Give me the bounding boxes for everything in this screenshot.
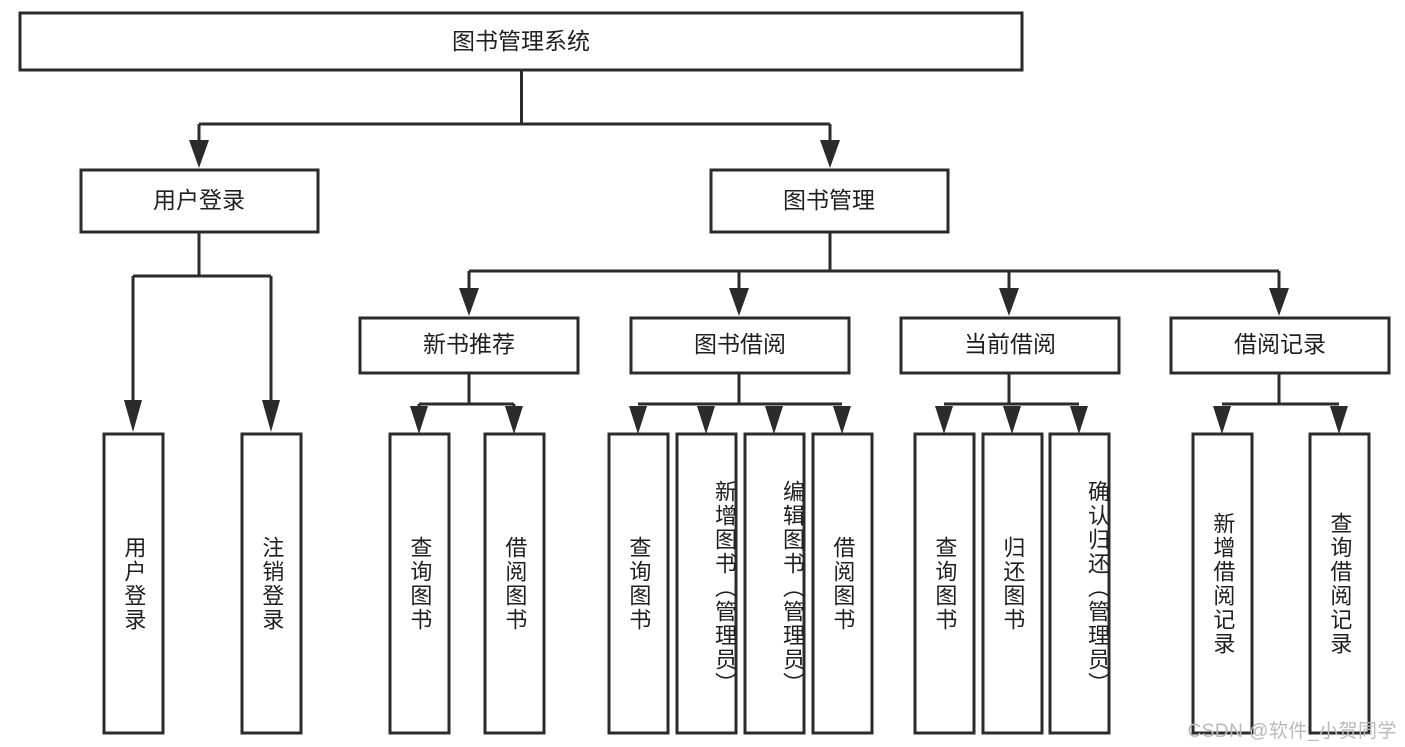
arrow-head-leaf-add-record [1213, 406, 1231, 434]
connector-group-root [189, 70, 840, 168]
node-label-borrow-record: 借阅记录 [1234, 331, 1326, 357]
node-label-book-manage: 图书管理 [783, 187, 875, 213]
arrow-head-leaf-query-book-3 [935, 406, 953, 434]
node-box-leaf-add-book[interactable] [675, 432, 738, 735]
arrow-head-current-borrow [999, 288, 1019, 316]
arrow-head-leaf-logout-login [262, 400, 280, 432]
node-title-system[interactable]: 图书管理系统 [18, 11, 1024, 72]
node-book-borrow[interactable]: 图书借阅 [629, 316, 851, 375]
node-box-borrow-record[interactable] [1169, 316, 1391, 375]
node-box-current-borrow[interactable] [899, 316, 1121, 375]
node-box-leaf-edit-book[interactable] [743, 432, 806, 735]
node-box-book-manage[interactable] [709, 168, 950, 234]
arrow-head-leaf-query-book-2 [629, 406, 647, 434]
node-label-book-borrow: 图书借阅 [694, 331, 786, 357]
arrow-head-new-book-recommend [459, 288, 479, 316]
arrow-head-leaf-confirm-return [1070, 406, 1088, 434]
arrow-head-book-manage [820, 140, 840, 168]
node-box-title-system[interactable] [18, 11, 1024, 72]
node-box-leaf-query-book-2[interactable] [607, 432, 670, 735]
node-box-leaf-borrow-book-1[interactable] [483, 432, 546, 735]
connector-group-user-login [124, 232, 280, 432]
node-current-borrow[interactable]: 当前借阅 [899, 316, 1121, 375]
node-user-login[interactable]: 用户登录 [79, 168, 320, 234]
node-box-leaf-borrow-book-2[interactable] [811, 432, 874, 735]
connector-group-new-book-recommend [410, 373, 523, 434]
arrow-head-user-login [189, 140, 209, 168]
node-borrow-record[interactable]: 借阅记录 [1169, 316, 1391, 375]
connector-group-book-borrow [629, 373, 851, 434]
node-box-leaf-query-book-3[interactable] [913, 432, 976, 735]
node-box-new-book-recommend[interactable] [358, 316, 580, 375]
arrow-head-leaf-query-book-1 [410, 406, 428, 434]
node-box-leaf-confirm-return[interactable] [1048, 432, 1111, 735]
arrow-head-leaf-edit-book [765, 406, 783, 434]
arrow-head-borrow-record [1269, 288, 1289, 316]
connector-group-borrow-record [1213, 373, 1348, 434]
node-new-book-recommend[interactable]: 新书推荐 [358, 316, 580, 375]
node-label-user-login: 用户登录 [153, 187, 245, 213]
node-box-leaf-logout-login[interactable] [240, 432, 303, 735]
node-box-leaf-return-book[interactable] [981, 432, 1044, 735]
node-box-leaf-query-book-1[interactable] [388, 432, 451, 735]
arrow-head-leaf-borrow-book-1 [505, 406, 523, 434]
node-box-leaf-add-record[interactable] [1191, 432, 1254, 735]
arrow-head-leaf-return-book [1003, 406, 1021, 434]
node-label-current-borrow: 当前借阅 [964, 331, 1056, 357]
node-book-manage[interactable]: 图书管理 [709, 168, 950, 234]
watermark-text: CSDN @软件_小贺同学 [1187, 721, 1397, 742]
node-box-leaf-user-login[interactable] [102, 432, 165, 735]
node-box-user-login[interactable] [79, 168, 320, 234]
connector-group-current-borrow [935, 373, 1088, 434]
arrow-head-leaf-borrow-book-2 [833, 406, 851, 434]
arrow-head-leaf-add-book [697, 406, 715, 434]
node-box-book-borrow[interactable] [629, 316, 851, 375]
arrow-head-leaf-query-record [1330, 406, 1348, 434]
arrow-head-book-borrow [729, 288, 749, 316]
node-box-leaf-query-record[interactable] [1308, 432, 1371, 735]
node-label-title-system: 图书管理系统 [452, 28, 590, 54]
node-label-new-book-recommend: 新书推荐 [423, 331, 515, 357]
arrow-head-leaf-user-login [124, 400, 142, 432]
connector-group-book-manage [459, 232, 1289, 316]
